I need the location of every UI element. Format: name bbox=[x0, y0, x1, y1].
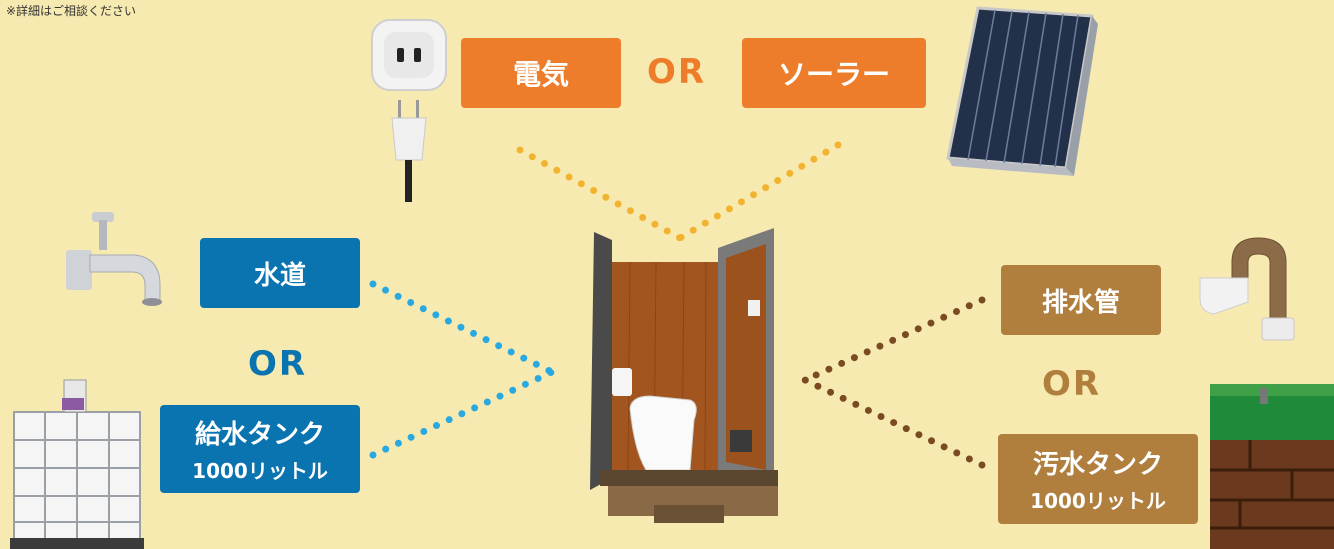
power-connector-left bbox=[516, 146, 684, 242]
water-or-text: OR bbox=[248, 344, 308, 384]
drain-or-text: OR bbox=[1042, 364, 1102, 404]
sewage-tank-option-label: 汚水タンク 1000リットル bbox=[998, 434, 1198, 524]
water-connector-top bbox=[369, 280, 556, 376]
water-connector-bottom bbox=[369, 368, 556, 459]
drain-connector-top bbox=[801, 296, 986, 384]
sewage-tank-capacity: 1000リットル bbox=[1030, 489, 1166, 513]
sewage-tank-label: 汚水タンク bbox=[1032, 450, 1163, 480]
tap-water-option-label: 水道 bbox=[200, 238, 360, 308]
note-text: ※詳細はご相談ください bbox=[6, 4, 137, 18]
solar-option-label: ソーラー bbox=[742, 38, 926, 108]
water-tank-capacity: 1000リットル bbox=[192, 459, 328, 483]
power-or-text: OR bbox=[647, 52, 707, 92]
water-tank-label: 給水タンク bbox=[194, 420, 325, 450]
water-tank-option-label: 給水タンク 1000リットル bbox=[160, 405, 360, 493]
drain-connector-bottom bbox=[801, 376, 986, 469]
electric-option-label: 電気 bbox=[461, 38, 621, 108]
drain-pipe-option-label: 排水管 bbox=[1001, 265, 1161, 335]
power-connector-right bbox=[676, 141, 842, 242]
